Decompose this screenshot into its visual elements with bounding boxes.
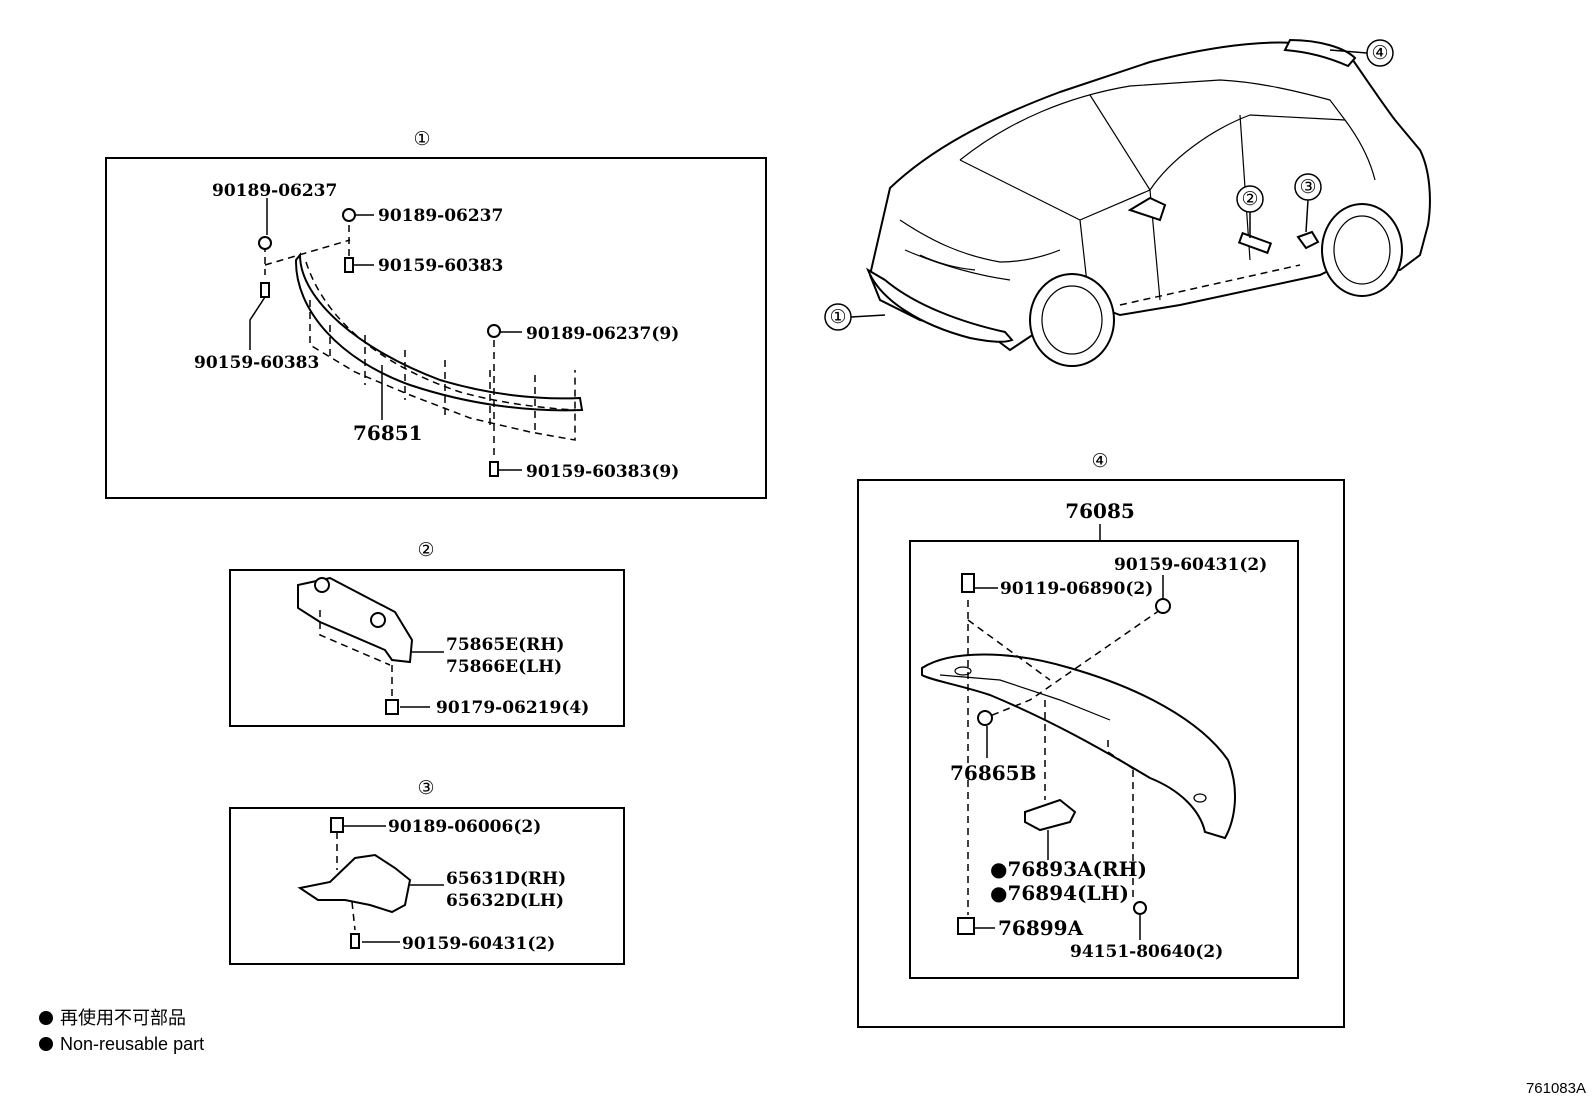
figure-code: 761083A: [1526, 1080, 1586, 1097]
bracket-76893: [1024, 798, 1077, 832]
group-4: ④ 76085 90159-60431(2) 90119-06890(2): [857, 450, 1345, 1028]
group-1-box: [105, 157, 767, 499]
car-callout-4-label: ④: [1371, 42, 1388, 64]
group-3-label-3: 90159-60431(2): [402, 934, 555, 954]
group-3-label-1: 65631D(RH): [446, 869, 566, 889]
group-4-label-1: 90119-06890(2): [1000, 579, 1153, 599]
side-bracket-part: [297, 576, 414, 664]
group-4-title: ④: [1091, 450, 1108, 472]
group-4-label-3: ●76893A(RH): [990, 857, 1147, 881]
legend-jp: 再使用不可部品: [60, 1008, 186, 1028]
rear-spoiler-part: [921, 653, 1237, 840]
group-1-label-4: 90159-60383: [194, 353, 319, 373]
group-4-assembly-label: 76085: [1065, 499, 1135, 523]
group-1: ① 90189-06237 90189-06237: [105, 128, 767, 499]
group-1-title: ①: [413, 128, 430, 150]
group-4-label-5: 76899A: [998, 916, 1084, 940]
legend-bullet-en: [39, 1037, 53, 1051]
group-4-label-0: 90159-60431(2): [1114, 555, 1267, 575]
group-1-label-2: 90159-60383: [378, 256, 503, 276]
group-3-label-0: 90189-06006(2): [388, 817, 541, 837]
group-2: ② 75865E(RH) 75866E(LH) 90179-06219(4): [229, 539, 625, 727]
legend: 再使用不可部品 Non-reusable part: [39, 1008, 204, 1054]
group-3: ③ 90189-06006(2) 65631D(RH) 65632D(LH) 9…: [229, 777, 625, 965]
car-callout-2: ②: [1236, 185, 1264, 238]
car-callout-1-label: ①: [829, 306, 846, 328]
group-2-label-1: 75866E(LH): [446, 657, 562, 677]
group-1-label-1: 90189-06237: [378, 206, 503, 226]
group-3-label-2: 65632D(LH): [446, 891, 564, 911]
group-4-inner-box: [909, 540, 1299, 979]
group-1-label-0: 90189-06237: [212, 181, 337, 201]
group-4-label-4: ●76894(LH): [990, 881, 1129, 905]
group-2-label-2: 90179-06219(4): [436, 698, 589, 718]
group-3-box: [229, 807, 625, 965]
group-4-outer-box: [857, 479, 1345, 1028]
car-callout-1: ①: [824, 303, 886, 331]
legend-bullet-jp: [39, 1011, 53, 1025]
group-2-box: [229, 569, 625, 727]
legend-en: Non-reusable part: [60, 1034, 204, 1054]
group-2-title: ②: [417, 539, 434, 561]
car-callout-2-label: ②: [1241, 188, 1258, 210]
car-callout-4: ④: [1329, 39, 1394, 67]
car-callout-3-label: ③: [1299, 176, 1316, 198]
group-3-title: ③: [417, 777, 434, 799]
group-4-label-6: 94151-80640(2): [1070, 942, 1223, 962]
mudguard-part: [297, 853, 412, 914]
group-1-label-3: 90189-06237(9): [526, 324, 679, 344]
car-callout-3: ③: [1294, 173, 1322, 233]
car-illustration: [865, 38, 1431, 367]
group-4-label-2: 76865B: [950, 761, 1036, 785]
group-1-label-6: 90159-60383(9): [526, 462, 679, 482]
group-1-label-5: 76851: [353, 421, 423, 445]
group-2-label-0: 75865E(RH): [446, 635, 564, 655]
